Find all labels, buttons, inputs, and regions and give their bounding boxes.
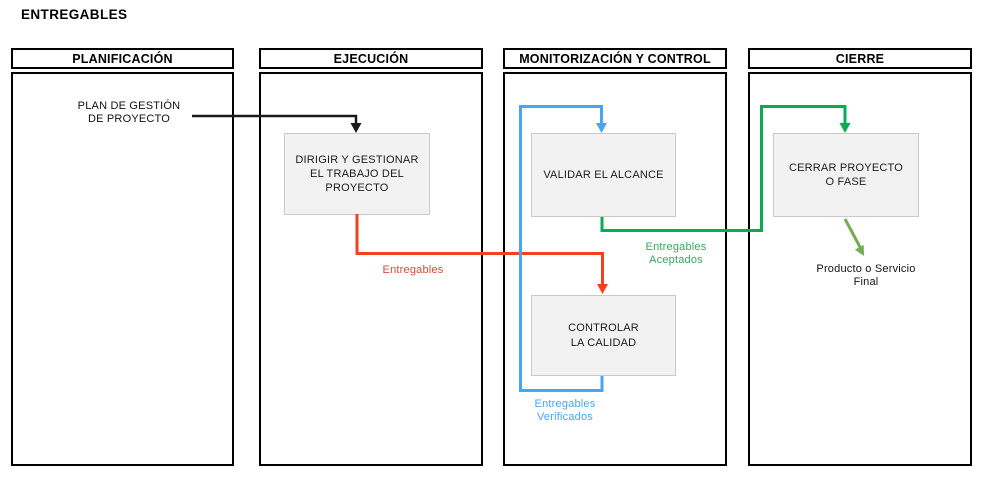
column-header-planificacion: PLANIFICACIÓN	[11, 48, 234, 69]
label-entregables: Entregables	[382, 264, 444, 276]
label-entregables-verificados: Entregables Verificados	[534, 398, 596, 424]
label-entregables-aceptados: Entregables Aceptados	[645, 241, 707, 267]
column-planificacion: PLANIFICACIÓN	[11, 48, 234, 466]
label-plan-de-gestion: PLAN DE GESTIÓN DE PROYECTO	[77, 100, 181, 126]
column-body-planificacion	[11, 72, 234, 466]
page-title: ENTREGABLES	[21, 7, 128, 22]
column-header-cierre: CIERRE	[748, 48, 972, 69]
column-header-ejecucion: EJECUCIÓN	[259, 48, 483, 69]
node-cerrar-proyecto-o-fase: CERRAR PROYECTO O FASE	[773, 133, 919, 217]
column-ejecucion: EJECUCIÓN	[259, 48, 483, 466]
node-dirigir-y-gestionar: DIRIGIR Y GESTIONAR EL TRABAJO DEL PROYE…	[284, 133, 430, 215]
column-header-monitorizacion-y-control: MONITORIZACIÓN Y CONTROL	[503, 48, 727, 69]
column-cierre: CIERRE	[748, 48, 972, 466]
label-producto-o-servicio-final: Producto o Servicio Final	[816, 263, 916, 289]
node-validar-el-alcance: VALIDAR EL ALCANCE	[531, 133, 676, 217]
node-controlar-la-calidad: CONTROLAR LA CALIDAD	[531, 295, 676, 376]
